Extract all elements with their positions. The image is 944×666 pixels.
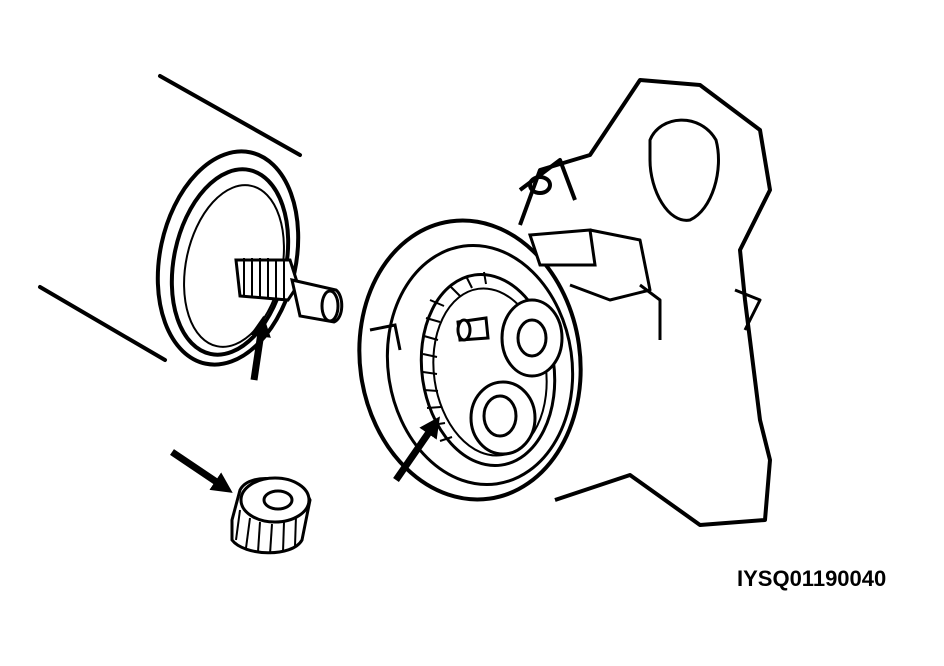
center-pin (456, 316, 490, 342)
planet-gear-upper (500, 298, 564, 378)
arrow-to-ring-gear (393, 416, 440, 482)
armature-housing (38, 74, 302, 367)
arrow-to-shaft (250, 315, 271, 381)
loose-planetary-gear (230, 476, 312, 555)
ring-gear-housing (357, 218, 597, 502)
armature-shaft-pinion (234, 258, 344, 324)
planet-gear-lower (469, 380, 537, 456)
gear-housing (518, 78, 772, 527)
arrow-to-loose-gear (170, 449, 233, 493)
figure-id-label: IYSQ01190040 (737, 566, 887, 591)
